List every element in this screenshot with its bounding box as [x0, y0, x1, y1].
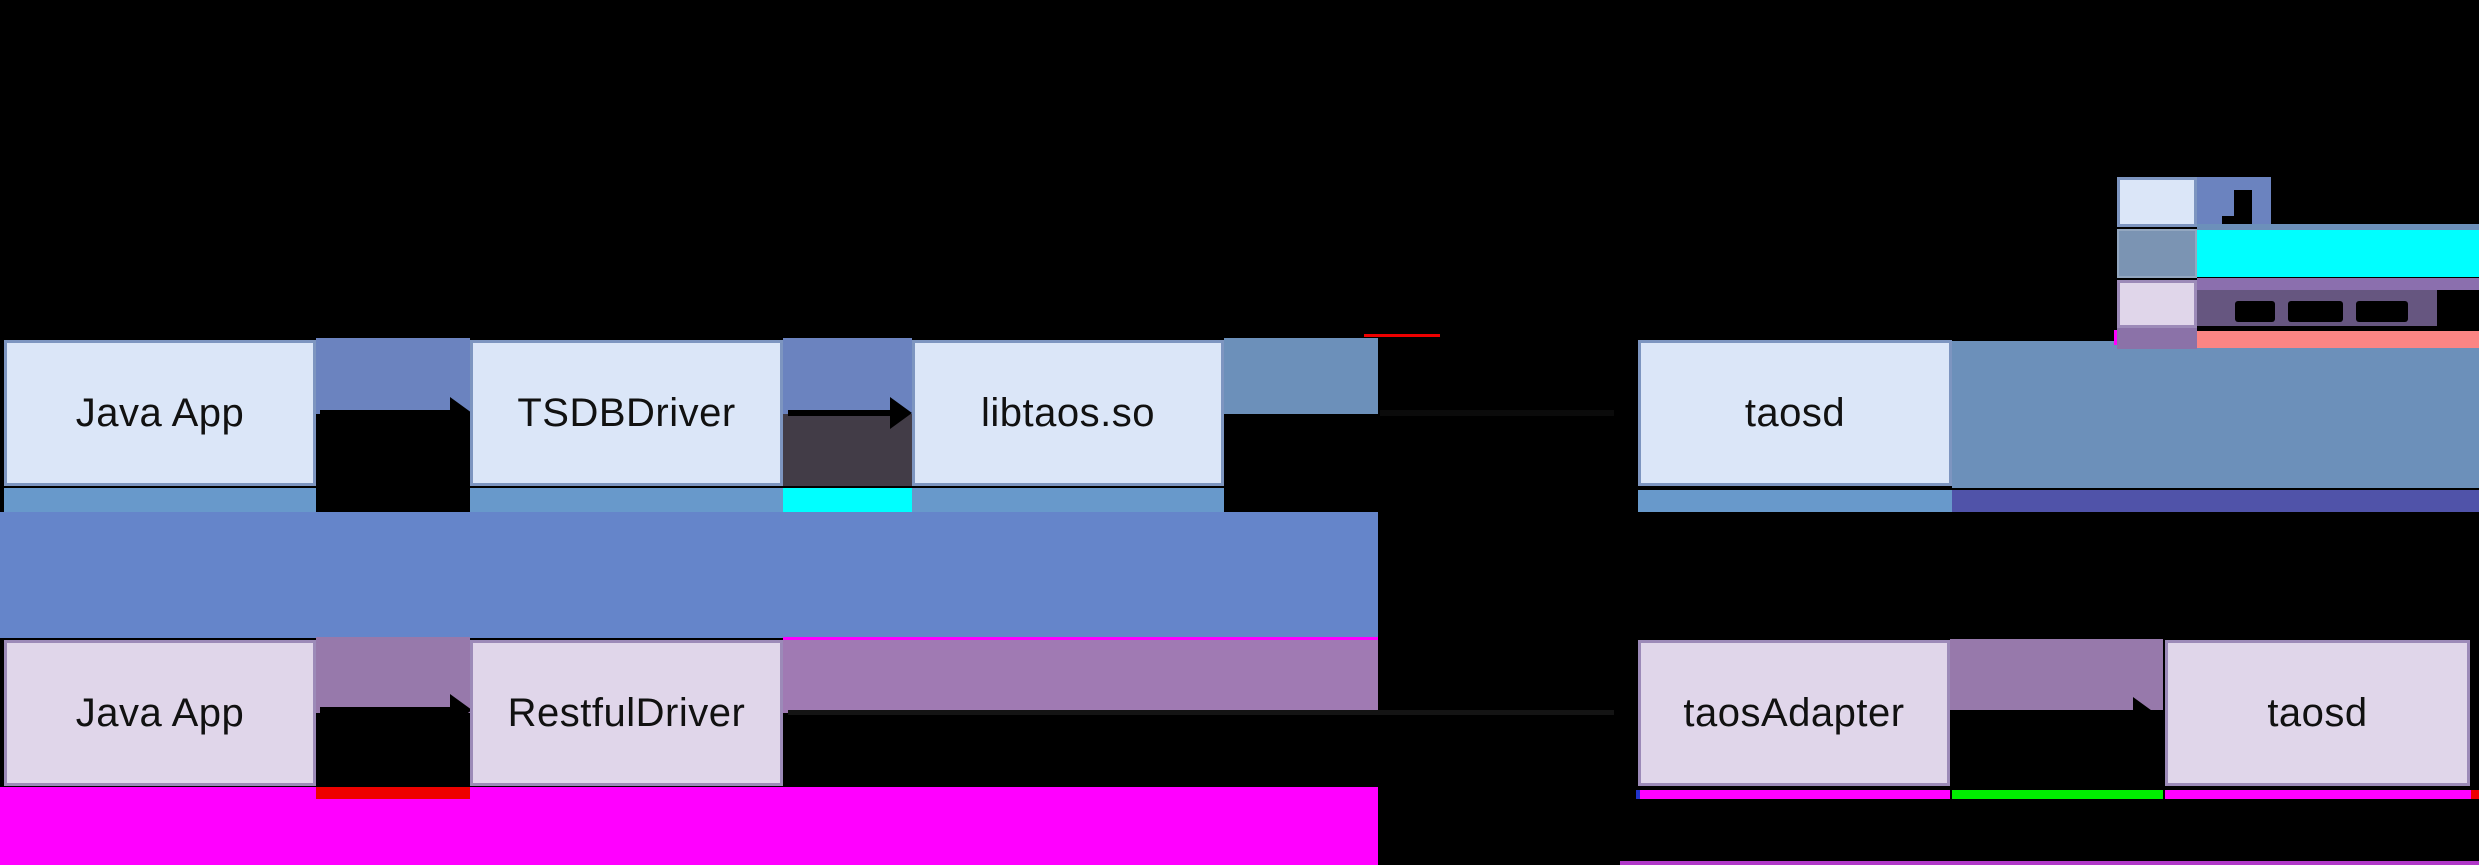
rest-gap2-highlight	[1950, 639, 2163, 710]
red-strip-gap1	[316, 787, 470, 799]
strip-under-tsdb-driver	[470, 488, 783, 512]
strip-under-java-app-jni	[4, 488, 316, 512]
arrow-javaapp-restfuldriver	[320, 707, 452, 713]
legend-swatch-light-blue	[2117, 177, 2197, 227]
box-java-app-rest-label: Java App	[75, 690, 245, 735]
legend-swatch-purple	[2117, 328, 2197, 349]
box-restful-driver-label: RestfulDriver	[507, 690, 746, 735]
green-strip	[1952, 790, 2163, 799]
box-taos-adapter-label: taosAdapter	[1683, 690, 1905, 735]
jni-right-highlight	[1224, 338, 1378, 414]
arrow-taosadapter-taosd	[1958, 710, 2135, 716]
magenta-strip-under-taosd	[2165, 790, 2471, 799]
bottom-purple-line	[1620, 861, 2479, 865]
legend-swatch-lavender	[2117, 280, 2197, 328]
box-libtaos-label: libtaos.so	[981, 390, 1155, 435]
rest-wide-purple-strip	[783, 640, 1378, 713]
box-taosd-rest-label: taosd	[2267, 690, 2368, 735]
legend-salmon-highlight	[2197, 331, 2479, 348]
arrow-head-taosadapter	[1614, 697, 1636, 729]
box-java-app-jni: Java App	[4, 340, 316, 486]
blue-band	[0, 512, 1378, 638]
server-steel-region	[1952, 341, 2479, 488]
red-tick	[2471, 790, 2479, 799]
arrow-head-taosd-jni	[1614, 397, 1636, 429]
cyan-strip-under-gap2	[783, 488, 912, 512]
arrow-head-tsdbdriver	[450, 397, 472, 429]
strip-under-libtaos	[912, 488, 1224, 512]
legend-steel-line	[2197, 224, 2479, 231]
box-taos-adapter: taosAdapter	[1638, 640, 1950, 786]
arrow-head-restfuldriver	[450, 694, 472, 726]
box-taosd-jni-label: taosd	[1744, 390, 1846, 435]
arrow-javaapp-tsdbdriver	[320, 410, 452, 416]
legend-swatch-steel-blue	[2117, 229, 2197, 278]
arrow-libtaos-taosd	[1380, 410, 1616, 416]
strip-under-taosd-jni	[1638, 490, 1952, 512]
legend-magenta-tick	[2114, 330, 2117, 345]
arrow-head-taosd-rest	[2133, 697, 2155, 729]
box-tsdb-driver: TSDBDriver	[470, 340, 783, 486]
legend-row1-text-fragment	[2234, 190, 2252, 224]
magenta-band	[0, 787, 1378, 865]
legend-row3-text-fragment	[2235, 301, 2275, 322]
box-java-app-jni-label: Java App	[75, 390, 245, 435]
box-libtaos: libtaos.so	[912, 340, 1224, 486]
network-red-line	[1364, 334, 1440, 337]
indigo-strip	[1952, 490, 2479, 512]
arrow-head-libtaos	[890, 397, 912, 429]
box-restful-driver: RestfulDriver	[470, 640, 783, 786]
jni-gap1-highlight	[316, 338, 470, 414]
rest-gap1-highlight	[316, 637, 470, 713]
legend-row1-text-fragment2	[2222, 216, 2236, 224]
box-taosd-jni: taosd	[1638, 340, 1952, 486]
legend-purple-strip	[2197, 278, 2479, 290]
legend-row3-text-fragment3	[2356, 301, 2408, 322]
box-taosd-rest: taosd	[2165, 640, 2470, 786]
magenta-top-line	[783, 637, 1378, 640]
arrow-tsdbdriver-libtaos	[788, 410, 892, 416]
legend-cyan-highlight	[2197, 230, 2479, 277]
box-java-app-rest: Java App	[4, 640, 316, 786]
blue-tick	[1636, 790, 1640, 799]
box-tsdb-driver-label: TSDBDriver	[517, 390, 736, 435]
legend-row3-text-fragment2	[2288, 301, 2343, 322]
magenta-strip-under-taosadapter	[1640, 790, 1950, 799]
arrow-restfuldriver-taosadapter	[788, 710, 1616, 715]
